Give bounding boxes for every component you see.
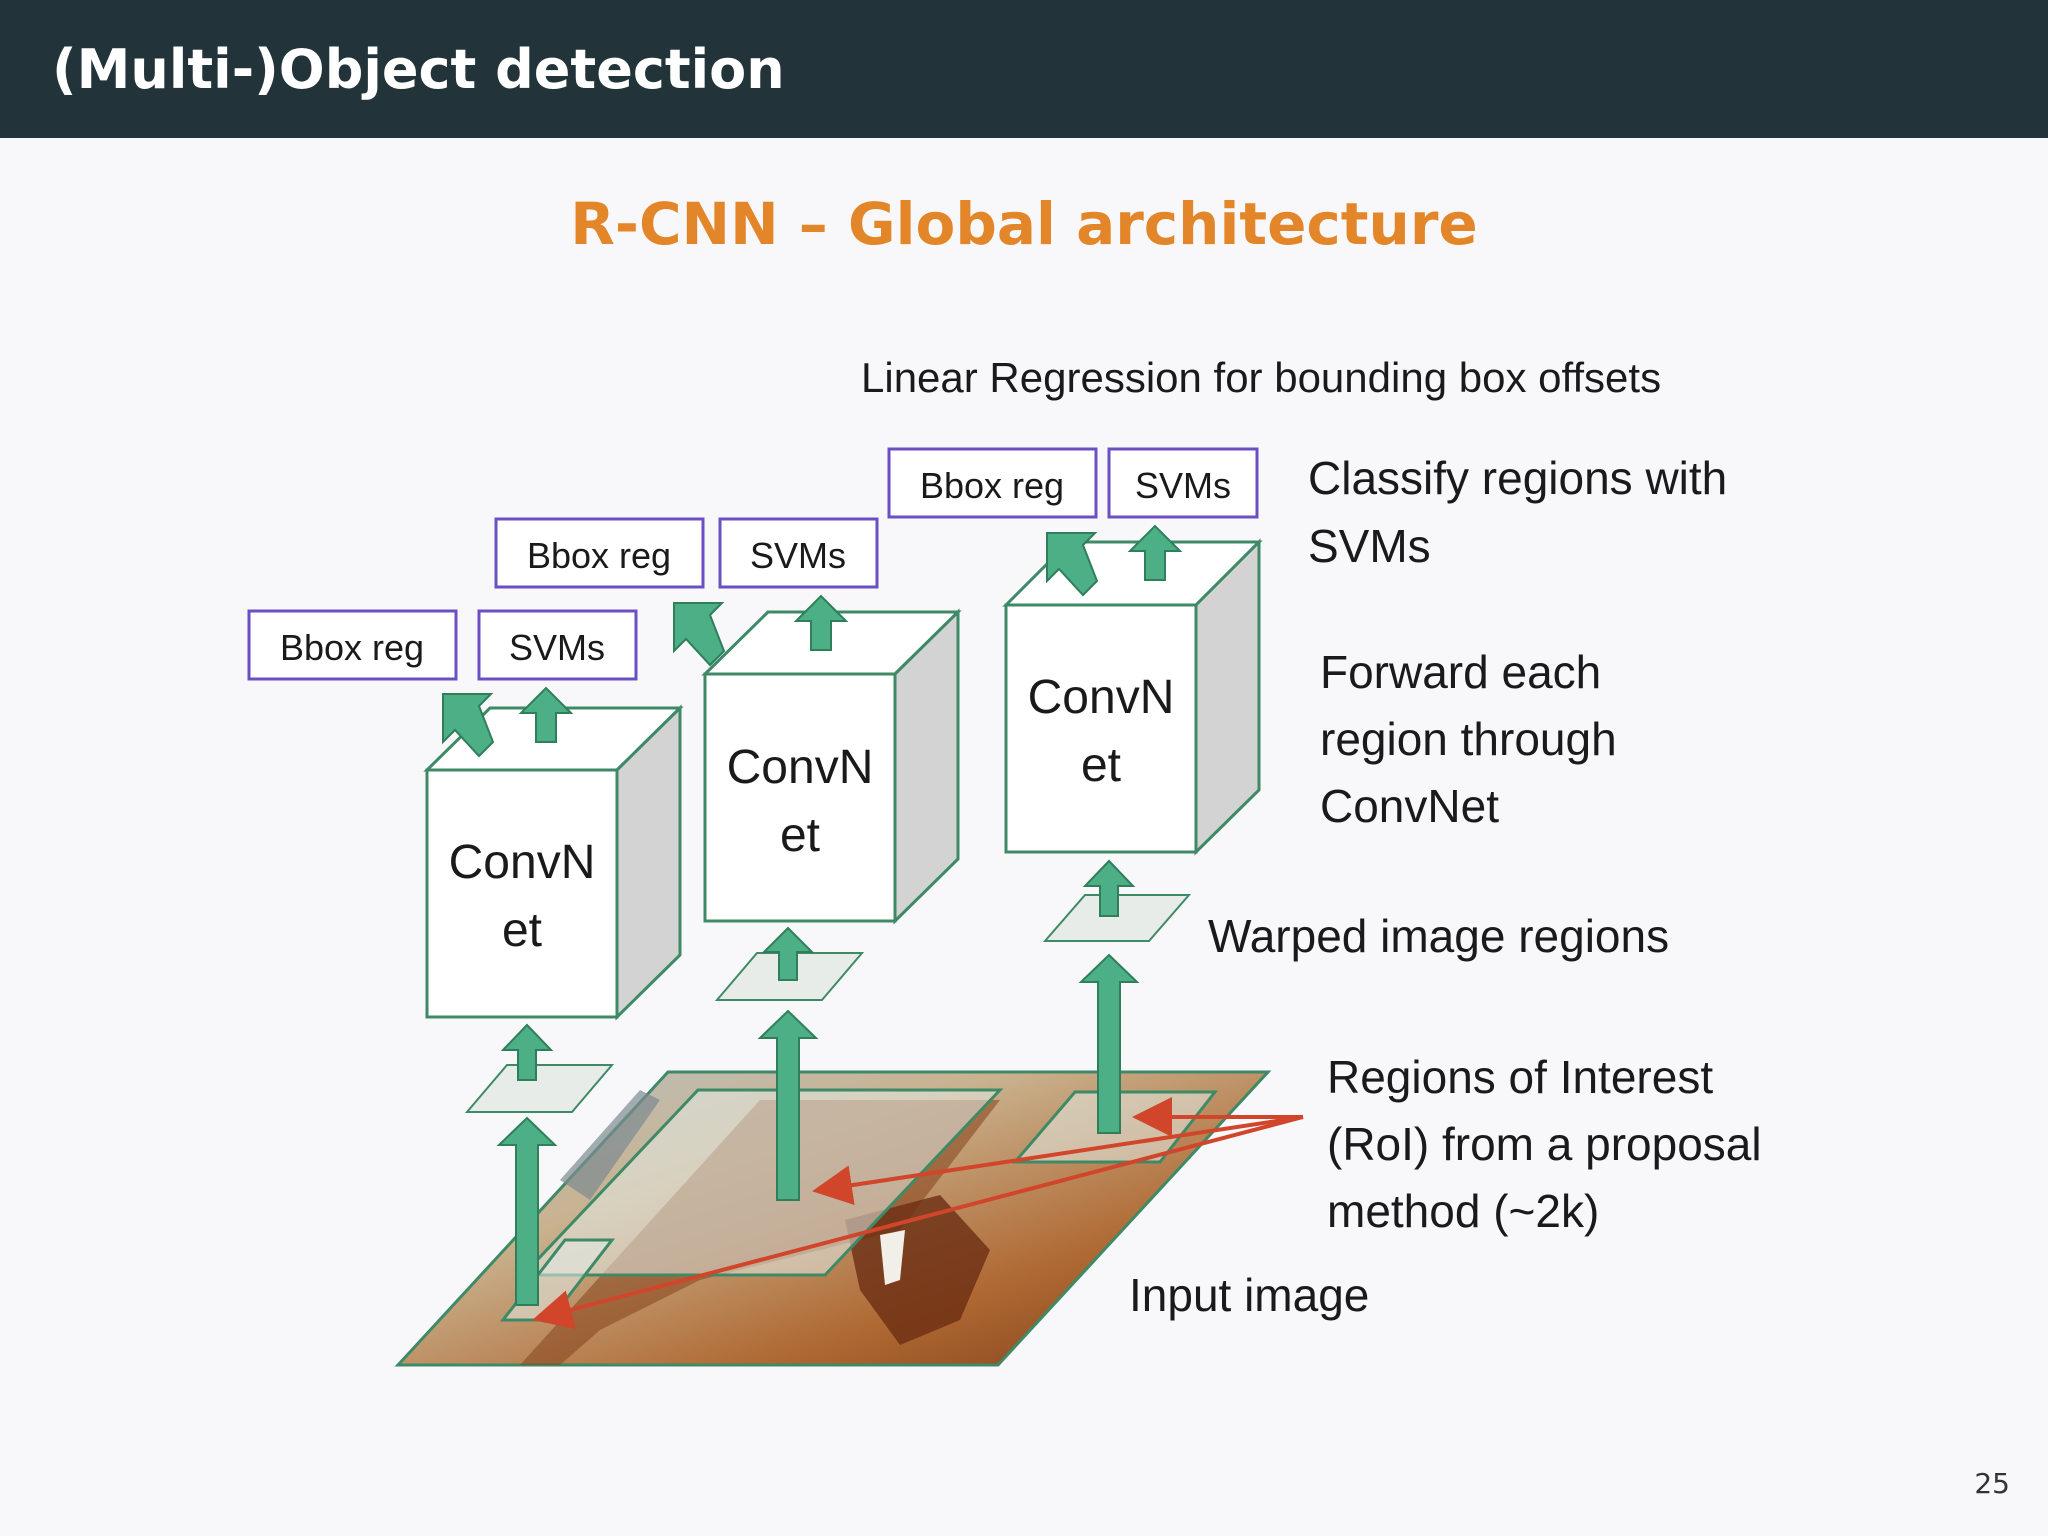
svms-box-2 <box>718 517 879 589</box>
svms-label-3: SVMs <box>1135 465 1231 506</box>
roi-label-line1: Regions of Interest <box>1327 1051 1713 1103</box>
convnet-label-3a: ConvN <box>1028 671 1175 724</box>
bbox-reg-box-2 <box>494 517 705 589</box>
annotations: Linear Regression for bounding box offse… <box>861 354 1762 1321</box>
convnet-label-2b: et <box>780 809 820 862</box>
bbox-reg-label-1: Bbox reg <box>280 627 424 668</box>
header-title: (Multi-)Object detection <box>52 38 785 101</box>
input-arrows <box>496 953 1140 1306</box>
warped-label: Warped image regions <box>1208 910 1669 962</box>
svms-label-2: SVMs <box>750 535 846 576</box>
roi-regions <box>499 1088 1219 1322</box>
convnet-label-2a: ConvN <box>727 741 874 794</box>
header-bar: (Multi-)Object detection <box>0 0 2048 138</box>
convnet-cube-1: ConvN et <box>423 704 684 1021</box>
classify-label-line2: SVMs <box>1308 520 1431 572</box>
warped-arrows <box>500 859 1136 1081</box>
page-number: 25 <box>1974 1467 2010 1500</box>
forward-label-line2: region through <box>1320 713 1617 765</box>
output-boxes: Bbox reg SVMs Bbox reg SVMs Bbox reg SVM… <box>247 447 1259 681</box>
bbox-reg-label-2: Bbox reg <box>527 535 671 576</box>
svms-box-3 <box>1107 447 1259 519</box>
roi-label-line2: (RoI) from a proposal <box>1327 1118 1762 1170</box>
input-image-label: Input image <box>1129 1269 1369 1321</box>
convnet-label-1b: et <box>502 904 542 957</box>
forward-label-line1: Forward each <box>1320 646 1601 698</box>
forward-label-line3: ConvNet <box>1320 780 1499 832</box>
svms-box-1 <box>477 609 638 681</box>
bbox-reg-label-3: Bbox reg <box>920 465 1064 506</box>
convnet-cube-3: ConvN et <box>1002 538 1263 856</box>
roi-pointer-arrows <box>532 1097 1304 1330</box>
bbox-reg-box-1 <box>247 609 458 681</box>
slide-title: R-CNN – Global architecture <box>570 190 1478 258</box>
bbox-reg-box-3 <box>887 447 1098 519</box>
output-arrows <box>442 524 1183 758</box>
convnet-cube-2: ConvN et <box>701 608 962 925</box>
svms-label-1: SVMs <box>509 627 605 668</box>
classify-label-line1: Classify regions with <box>1308 452 1727 504</box>
convnet-label-3b: et <box>1081 739 1121 792</box>
linear-regression-label: Linear Regression for bounding box offse… <box>861 354 1661 401</box>
convnet-label-1a: ConvN <box>449 836 596 889</box>
roi-label-line3: method (~2k) <box>1327 1185 1599 1237</box>
